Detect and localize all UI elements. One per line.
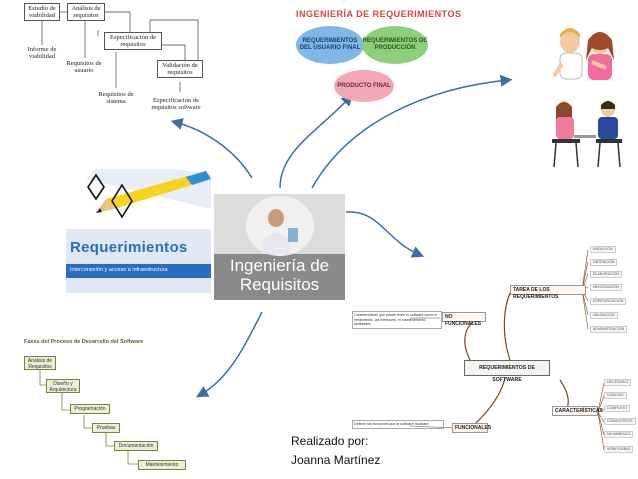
flow-label-espec-software: Especificación de requisitos software: [151, 97, 201, 111]
caracteristica-item: NO AMBIGUO: [604, 431, 634, 438]
people-meeting-illustration: [552, 101, 622, 168]
center-image: Ingeniería de Requisitos: [214, 194, 345, 300]
flow-box-validacion: Validación de requisitos: [157, 60, 203, 78]
center-title-line1: Ingeniería de: [229, 256, 330, 275]
center-title-line2: Requisitos: [239, 275, 320, 294]
phase-mantenimiento: Mantenimiento: [138, 460, 186, 470]
pencil-illustration: [66, 169, 211, 293]
tarea-item: ELABORACIÓN: [590, 271, 622, 278]
tarea-item: ADMINISTRACIÓN: [590, 326, 628, 333]
flow-label-informe: Informe de viabilidad: [27, 46, 57, 60]
tarea-item: ESPECIFICACIÓN: [590, 298, 627, 305]
people-talking-illustration: [552, 28, 614, 80]
tarea-item: NEGOCIACIÓN: [590, 284, 622, 291]
caracteristica-item: CONSISTENTE: [604, 418, 636, 425]
credit-line1: Realizado por:: [291, 434, 369, 448]
oval-usuario-final: REQUERIMIENTOS DEL USUARIO FINAL: [296, 26, 364, 64]
mindmap-caracteristicas-node: CARACTERÍSTICAS: [552, 406, 603, 416]
flow-label-req-sistema: Requisitos de sistema: [98, 91, 134, 105]
product-concept-title: INGENIERÍA DE REQUERIMIENTOS: [296, 9, 462, 19]
center-portrait: [214, 194, 345, 256]
flow-box-especificacion: Especificación de requisitos: [104, 32, 162, 50]
mindmap-tarea-node: TAREA DE LOS REQUERIMIENTOS: [510, 285, 586, 300]
mindmap-funcionales-desc: Definen las funciones que el software re…: [352, 420, 444, 429]
mindmap-funcionales-node: FUNCIONALES: [452, 423, 491, 433]
tarea-item: VALIDACIÓN: [590, 312, 618, 319]
requerimientos-title: Requerimientos: [70, 239, 188, 256]
oval-producto-final: PRODUCTO FINAL: [334, 70, 394, 102]
flow-label-req-usuario: Requisitos de usuario: [66, 60, 102, 74]
mindmap-no-funcionales-node: NO FUNCIONALES: [442, 312, 486, 327]
oval-produccion: REQUERIMIENTOS DE PRODUCCIÓN: [362, 26, 428, 64]
phase-documentacion: Documentación: [114, 441, 158, 451]
credit-author: Joanna Martínez: [291, 453, 381, 467]
flow-box-estudio: Estudio de viabilidad: [24, 3, 60, 21]
arrow-top: [279, 93, 354, 189]
arrow-top-right: [311, 74, 513, 189]
tarea-item: OBTENCIÓN: [590, 259, 618, 266]
flow-box-analisis: Análisis de requisitos: [67, 3, 105, 21]
arrow-top-left: [170, 118, 253, 179]
caracteristica-item: VERIFICABLE: [604, 446, 634, 453]
mindmap-no-funcionales-desc: Características que puede tener el softw…: [352, 311, 442, 329]
phase-pruebas: Pruebas: [92, 423, 120, 433]
arrow-bottom-left: [196, 311, 263, 398]
arrow-right: [345, 211, 425, 258]
phase-diseno: Diseño y Arquitectura: [46, 379, 80, 393]
tarea-item: INICIACIÓN: [590, 246, 616, 253]
requerimientos-image: Requerimientos Interconexión y acceso a …: [66, 169, 211, 293]
caracteristica-item: CONCISO: [604, 392, 627, 399]
phase-analisis: Análisis de Requisitos: [24, 356, 56, 370]
caracteristica-item: COMPLETO: [604, 405, 631, 412]
phases-title: Fases del Proceso de Desarrollo del Soft…: [24, 339, 144, 345]
caracteristica-item: NECESARIO: [604, 379, 632, 386]
phase-programacion: Programación: [70, 404, 110, 414]
phases-connectors: [39, 370, 138, 465]
mindmap-center-node: REQUERIMIENTOS DE SOFTWARE: [464, 360, 550, 383]
requerimientos-subtitle: Interconexión y acceso a infraestructura: [70, 267, 168, 273]
